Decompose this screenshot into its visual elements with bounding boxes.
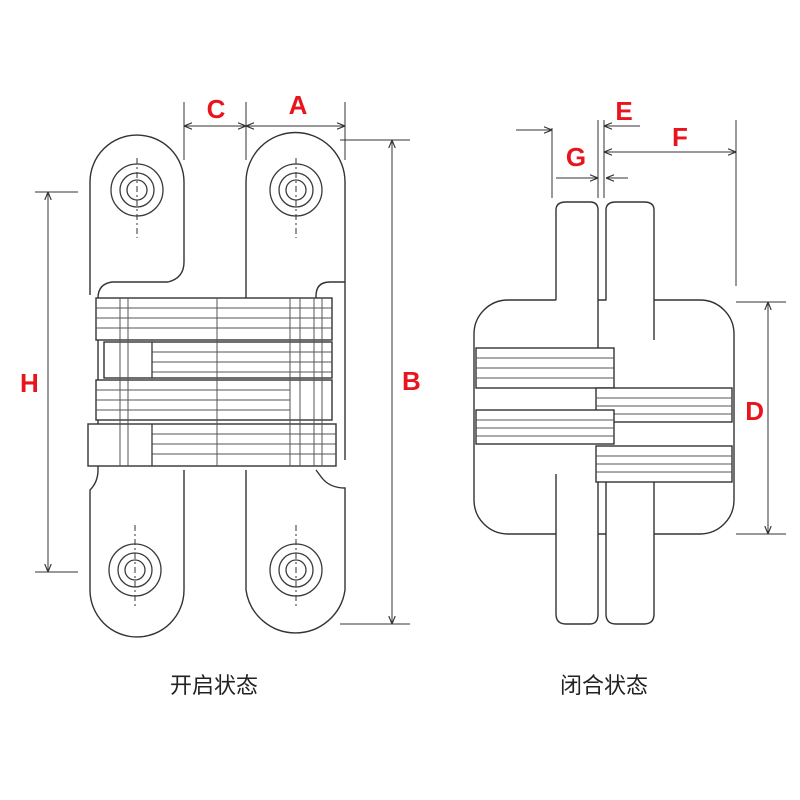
dimension-h: H xyxy=(20,192,48,572)
screw-hole-top-left xyxy=(110,158,164,238)
open-knuckles xyxy=(87,297,337,467)
dimension-b: B xyxy=(392,140,421,624)
dimension-label-f: F xyxy=(672,122,688,152)
dimension-label-b: B xyxy=(402,366,421,396)
closed-knuckles xyxy=(475,347,733,483)
dimension-a: A xyxy=(246,90,345,126)
dimension-label-c: C xyxy=(207,94,226,124)
right-plate xyxy=(605,201,655,625)
left-plate xyxy=(555,201,599,625)
dimension-f: F xyxy=(604,122,736,152)
right-leaf xyxy=(245,131,346,634)
closed-view: G E F D xyxy=(473,96,786,625)
dimension-g: G xyxy=(516,130,598,178)
screw-hole-bottom-left xyxy=(108,525,162,606)
screw-hole-bottom-right xyxy=(269,525,323,606)
dimension-label-a: A xyxy=(289,90,308,120)
screw-hole-top-right xyxy=(269,158,323,238)
dimension-label-h: H xyxy=(20,368,39,398)
open-view: C A B H xyxy=(20,90,421,638)
dimension-label-g: G xyxy=(566,142,586,172)
dimension-label-d: D xyxy=(745,396,764,426)
dimension-c: C xyxy=(184,94,246,126)
dimension-e: E xyxy=(604,96,640,178)
dimension-d: D xyxy=(745,302,768,534)
closed-view-caption: 闭合状态 xyxy=(560,674,649,699)
open-view-caption: 开启状态 xyxy=(170,674,259,699)
dimension-label-e: E xyxy=(615,96,632,126)
